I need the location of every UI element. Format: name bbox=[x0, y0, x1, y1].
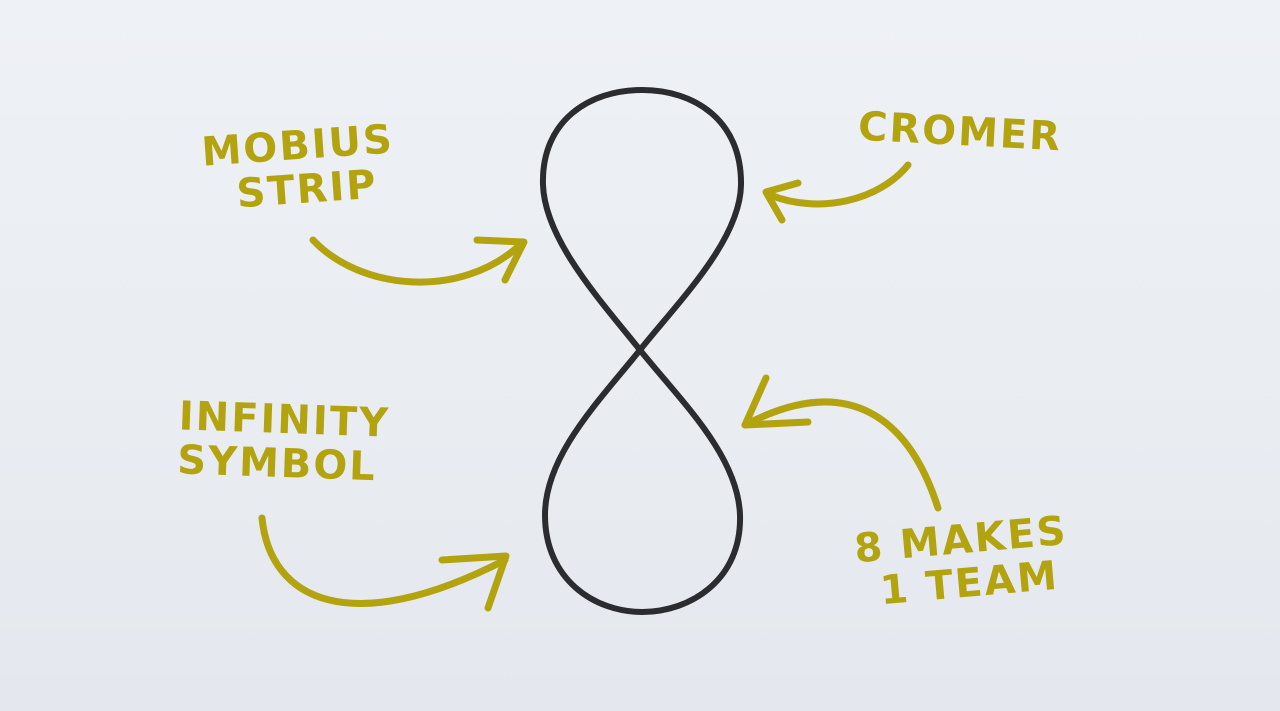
infinity-arrow bbox=[258, 514, 510, 612]
mobius-strip-label: MOBIUS STRIP bbox=[200, 116, 398, 218]
figure-eight-shape bbox=[539, 87, 745, 615]
cromer-arrow bbox=[762, 161, 912, 224]
infinity-line2: SYMBOL bbox=[176, 437, 378, 491]
cromer-label: CROMER bbox=[856, 103, 1064, 161]
cromer-line1: CROMER bbox=[856, 103, 1064, 161]
eight-makes-one-team-label: 8 MAKES 1 TEAM bbox=[852, 508, 1074, 615]
team-arrow bbox=[741, 374, 942, 512]
infinity-symbol-label: INFINITY SYMBOL bbox=[176, 393, 390, 491]
mobius-arrow bbox=[309, 236, 528, 286]
